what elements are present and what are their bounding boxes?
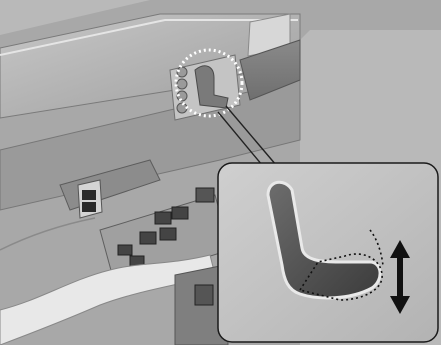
callout-box: [218, 163, 438, 342]
window-switch-icon: [155, 212, 171, 224]
